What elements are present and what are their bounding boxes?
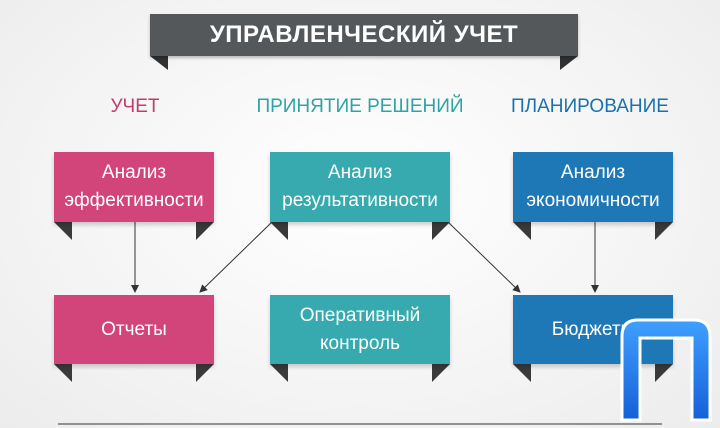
fold-bot-right-r — [655, 364, 673, 382]
box-reports: Отчеты — [54, 295, 214, 364]
box-line: Анализ — [327, 162, 393, 183]
ribbon-fold-right — [560, 56, 578, 70]
box-line: эффективности — [64, 190, 204, 211]
box-line: Анализ — [101, 162, 167, 183]
fold-top-left-r — [196, 222, 214, 240]
fold-top-left-l — [54, 222, 72, 240]
column-header-accounting: УЧЕТ — [110, 96, 160, 117]
box-economy-analysis: Анализ экономичности — [513, 152, 673, 222]
page-title: УПРАВЛЕНЧЕСКИЙ УЧЕТ — [209, 21, 519, 48]
box-line: Анализ — [560, 162, 626, 183]
fold-bot-left-l — [54, 364, 72, 382]
fold-bot-mid-r — [432, 364, 450, 382]
box-results-analysis: Анализ результативности — [270, 152, 450, 222]
fold-bot-left-r — [196, 364, 214, 382]
box-line: контроль — [320, 332, 400, 354]
title-ribbon: УПРАВЛЕНЧЕСКИЙ УЧЕТ — [150, 14, 578, 56]
fold-bot-right-l — [513, 364, 531, 382]
arrow-results-to-reports — [199, 221, 273, 293]
fold-top-mid-l — [270, 222, 288, 240]
box-operational-control: Оперативный контроль — [270, 295, 450, 364]
fold-bot-mid-l — [270, 364, 288, 382]
box-efficiency-analysis: Анализ эффективности — [54, 152, 214, 222]
box-line: результативности — [282, 190, 438, 211]
box-line: Бюджеты — [551, 318, 635, 340]
box-line: Оперативный — [299, 304, 421, 326]
fold-top-right-r — [655, 222, 673, 240]
ribbon-fold-left — [150, 56, 168, 70]
column-header-planning: ПЛАНИРОВАНИЕ — [511, 96, 669, 117]
column-header-decisions: ПРИНЯТИЕ РЕШЕНИЙ — [256, 96, 464, 117]
arrow-results-to-budgets — [447, 221, 521, 293]
fold-top-mid-r — [432, 222, 450, 240]
fold-top-right-l — [513, 222, 531, 240]
box-line: экономичности — [526, 190, 660, 211]
brand-logo-icon — [620, 318, 712, 422]
box-line: Отчеты — [101, 318, 167, 340]
